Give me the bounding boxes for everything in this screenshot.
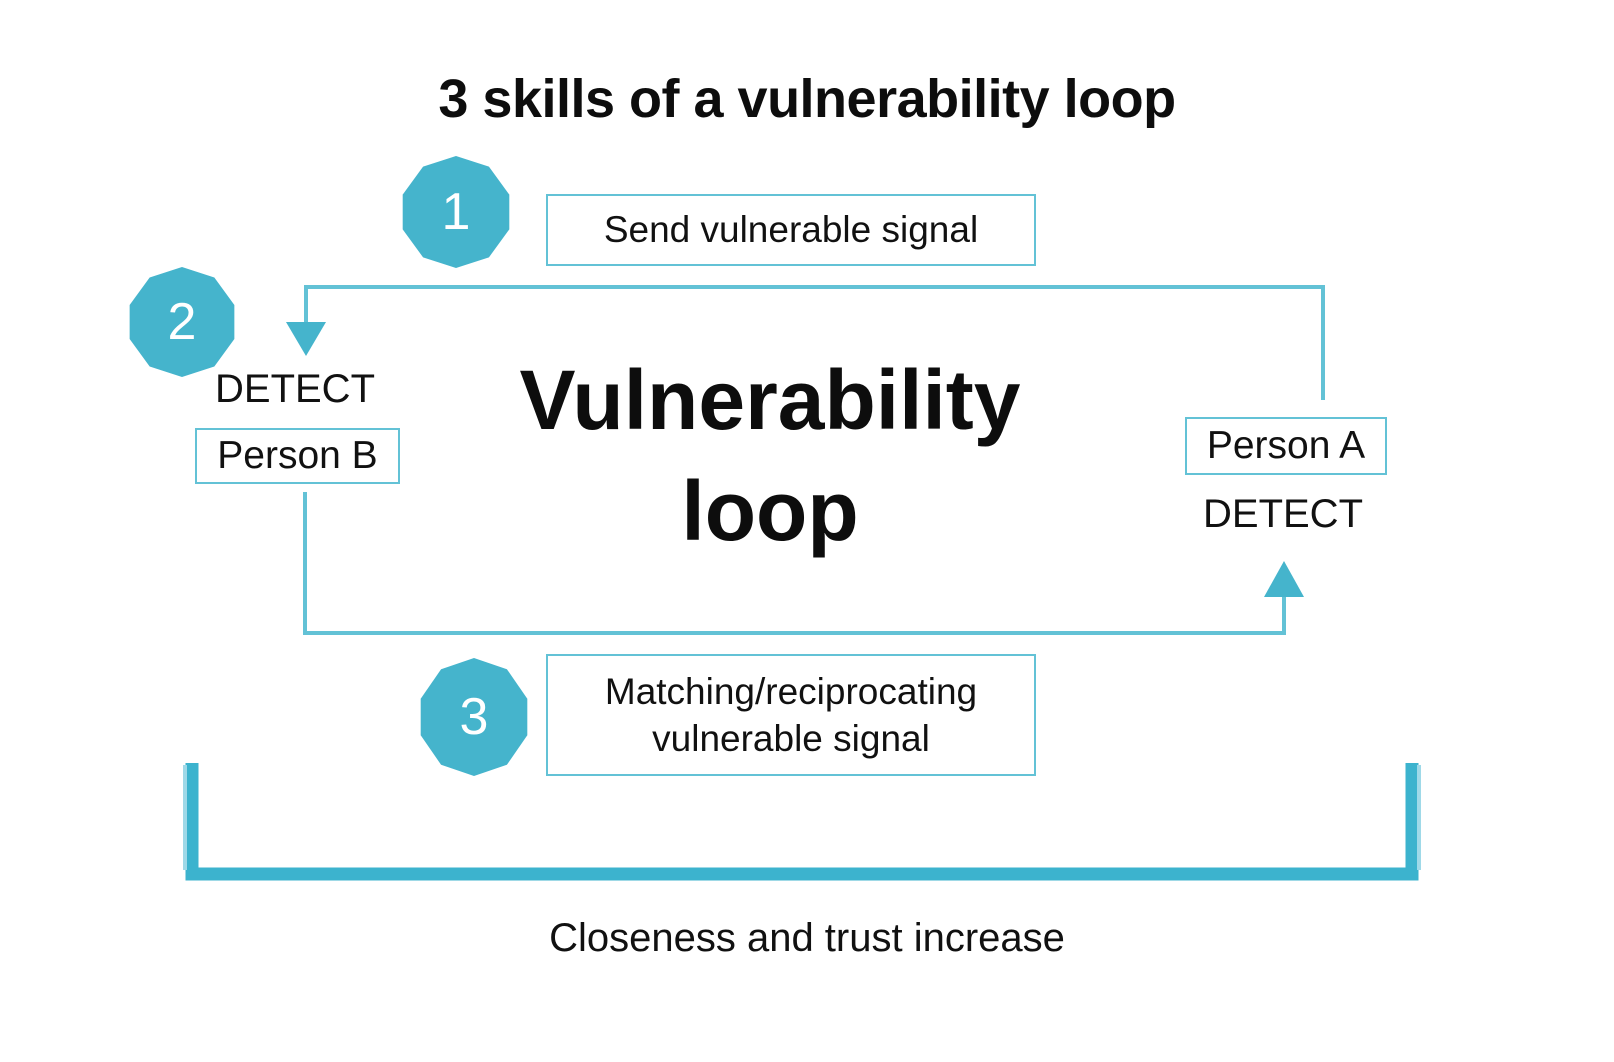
box-matching-line-2: vulnerable signal (652, 718, 930, 759)
center-title: Vulnerability loop (430, 345, 1110, 567)
box-person-b: Person B (195, 428, 400, 484)
step-badge-3-label: 3 (459, 688, 489, 746)
detect-label-left: DETECT (215, 367, 375, 411)
step-badge-2-label: 2 (167, 293, 197, 351)
box-send-vulnerable-signal-label: Send vulnerable signal (603, 209, 979, 251)
box-matching-vulnerable-signal-text: Matching/reciprocating vulnerable signal (595, 668, 987, 763)
detect-label-right: DETECT (1203, 492, 1363, 536)
loop-path-top (304, 285, 1325, 400)
loop-path-bottom (303, 492, 1286, 635)
arrowhead-down-icon (286, 322, 326, 356)
bracket-path (185, 763, 1419, 881)
box-matching-vulnerable-signal: Matching/reciprocating vulnerable signal (546, 654, 1036, 776)
arrowhead-up-icon (1264, 561, 1304, 597)
box-person-b-label: Person B (217, 434, 378, 478)
box-person-a-label: Person A (1206, 424, 1366, 468)
center-title-line-2: loop (681, 463, 859, 558)
center-title-line-1: Vulnerability (519, 353, 1021, 447)
box-send-vulnerable-signal: Send vulnerable signal (546, 194, 1036, 266)
step-badge-3: 3 (420, 658, 528, 776)
step-badge-2: 2 (129, 267, 235, 377)
page-title: 3 skills of a vulnerability loop (438, 69, 1176, 129)
box-person-a: Person A (1185, 417, 1387, 475)
box-matching-line-1: Matching/reciprocating (604, 670, 978, 712)
bracket-caption: Closeness and trust increase (549, 916, 1065, 960)
step-badge-1: 1 (402, 156, 510, 268)
step-badge-1-label: 1 (441, 183, 471, 241)
